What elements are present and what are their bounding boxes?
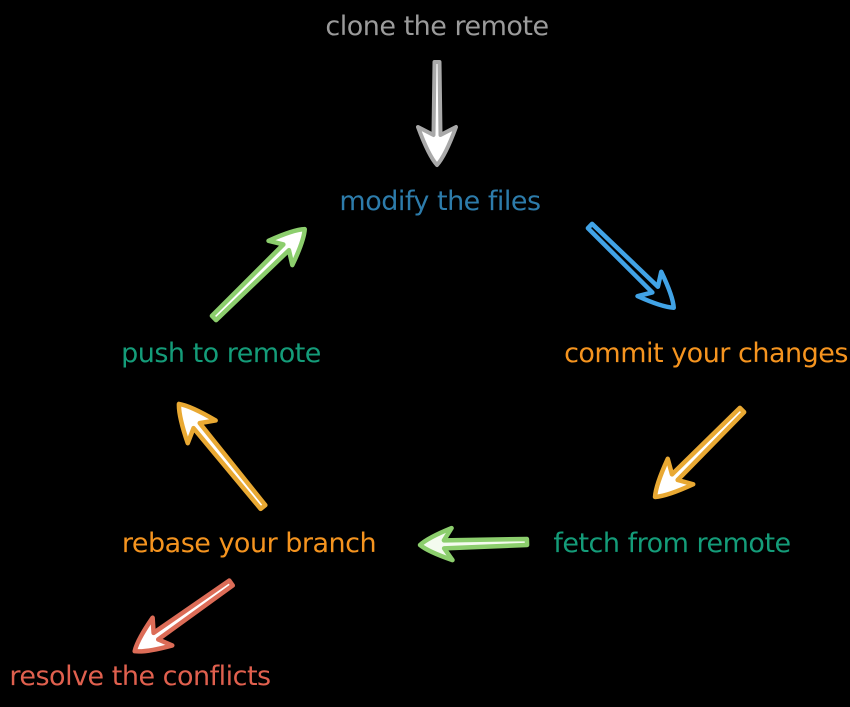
arrow-rebase-to-push-icon bbox=[176, 401, 268, 512]
arrow-fetch-to-rebase-icon bbox=[417, 525, 530, 563]
node-commit-your-changes: commit your changes bbox=[564, 338, 848, 369]
arrow-rebase-to-resolve-icon bbox=[132, 578, 235, 654]
node-fetch-from-remote: fetch from remote bbox=[553, 528, 791, 559]
node-push-to-remote: push to remote bbox=[121, 338, 321, 369]
node-modify-the-files: modify the files bbox=[339, 186, 541, 217]
node-clone-the-remote: clone the remote bbox=[325, 11, 549, 42]
node-resolve-the-conflicts: resolve the conflicts bbox=[9, 661, 271, 692]
arrow-clone-to-modify-icon bbox=[416, 60, 458, 167]
arrow-modify-to-commit-icon bbox=[585, 221, 676, 310]
arrow-commit-to-fetch-icon bbox=[652, 405, 747, 500]
node-rebase-your-branch: rebase your branch bbox=[121, 528, 377, 559]
arrow-push-to-modify-icon bbox=[209, 226, 307, 323]
